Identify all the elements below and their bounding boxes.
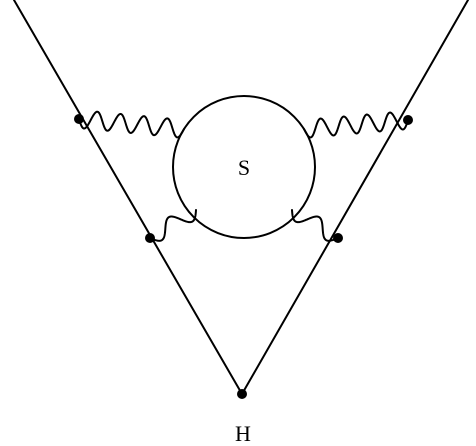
top-left-vertex-dot: [74, 114, 84, 124]
left-leg-line: [13, 0, 243, 395]
bottom-right-wavy-line: [291, 209, 339, 242]
top-right-wavy-line: [303, 111, 409, 139]
top-left-wavy-line: [78, 110, 185, 139]
self-energy-circle: [172, 95, 316, 239]
bottom-left-wavy-line: [149, 209, 197, 242]
vertex-label: H: [235, 421, 251, 446]
mid-left-vertex-dot: [145, 233, 155, 243]
mid-right-vertex-dot: [333, 233, 343, 243]
bottom-vertex-dot: [237, 389, 247, 399]
center-label: S: [238, 155, 250, 180]
top-right-vertex-dot: [403, 115, 413, 125]
right-leg-line: [241, 0, 469, 395]
